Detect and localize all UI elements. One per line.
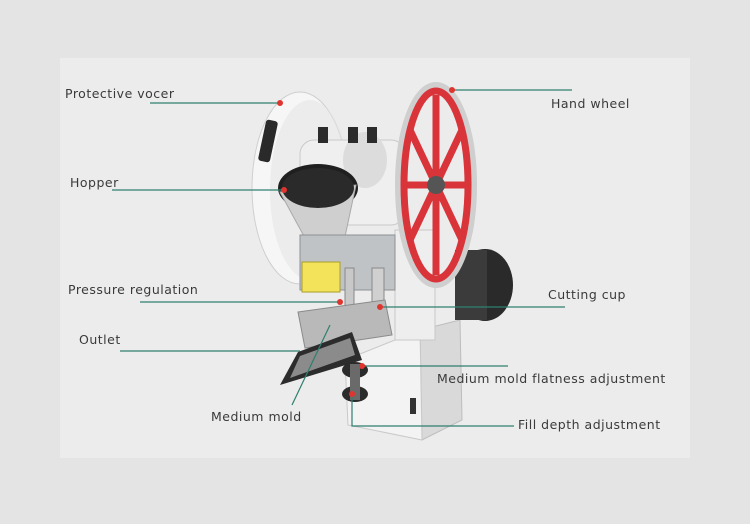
hand-wheel <box>395 82 477 288</box>
label-protective-cover: Protective vocer <box>65 86 175 101</box>
label-fill-depth: Fill depth adjustment <box>518 417 661 432</box>
base-knob <box>410 398 416 414</box>
marker-fill-depth <box>349 391 355 397</box>
markers <box>277 87 455 397</box>
label-outlet: Outlet <box>79 332 121 347</box>
marker-mold-flatness <box>359 363 365 369</box>
leader-fill-depth <box>351 394 514 427</box>
label-hopper: Hopper <box>70 175 119 190</box>
marker-cutting-cup <box>377 304 383 310</box>
hopper <box>278 164 358 263</box>
leader-medium-mold <box>291 324 331 406</box>
label-pressure-regulation: Pressure regulation <box>68 282 199 297</box>
label-mold-flatness: Medium mold flatness adjustment <box>437 371 666 386</box>
marker-protective-cover <box>277 100 283 106</box>
leader-lines <box>112 89 572 427</box>
punch-assembly <box>297 234 396 349</box>
outlet-chute <box>280 332 362 385</box>
marker-hand-wheel <box>449 87 455 93</box>
label-hand-wheel: Hand wheel <box>551 96 630 111</box>
marker-pressure-regulation <box>337 299 343 305</box>
label-cutting-cup: Cutting cup <box>548 287 626 302</box>
label-medium-mold: Medium mold <box>211 409 302 424</box>
marker-hopper <box>281 187 287 193</box>
